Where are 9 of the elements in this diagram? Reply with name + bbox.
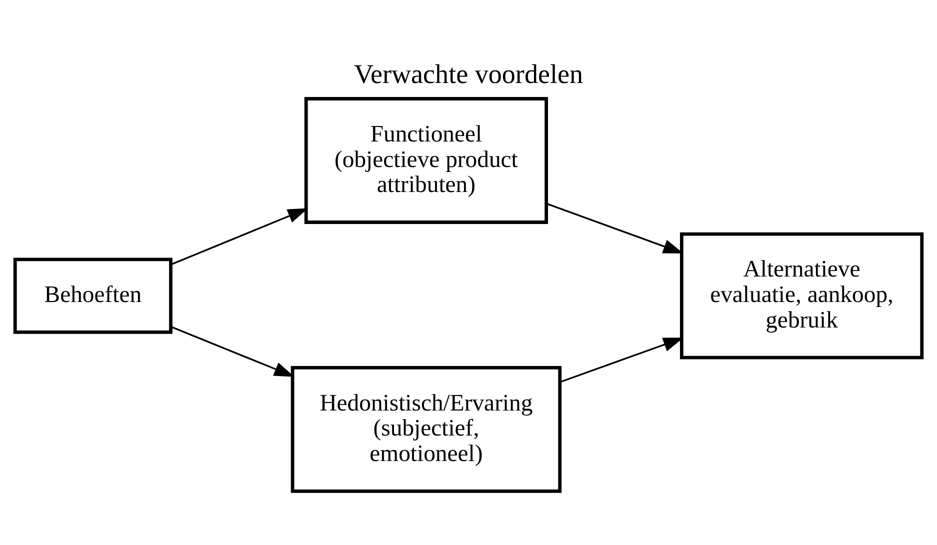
- node-box: Alternatieve evaluatie, aankoop, gebruik: [680, 232, 924, 359]
- arrow: [170, 326, 295, 376]
- arrow: [546, 202, 684, 253]
- diagram-title: Verwachte voordelen: [354, 58, 584, 89]
- node-box: Behoeften: [13, 257, 172, 334]
- arrow: [170, 208, 308, 265]
- node-box: Functioneel (objectieve product attributen): [304, 96, 548, 224]
- node-box: Hedonistisch/Ervaring (subjectief, emotioneel): [290, 366, 562, 492]
- arrow: [560, 337, 684, 382]
